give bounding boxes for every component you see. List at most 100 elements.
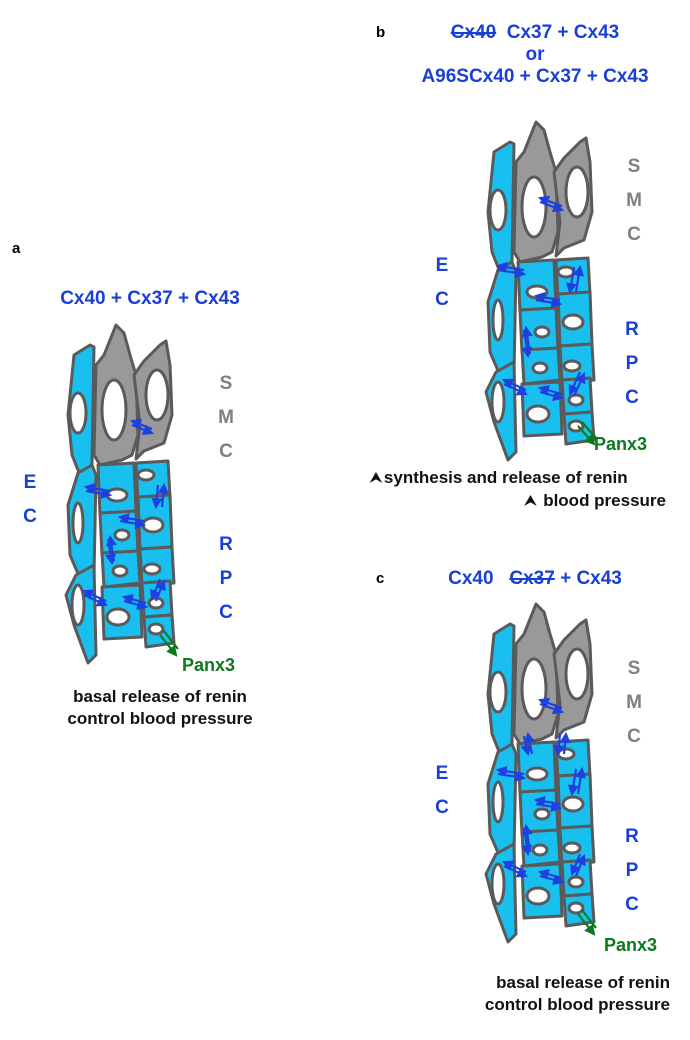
rpc-label-c: C	[625, 387, 639, 408]
caption-line-1: basal release of renin	[73, 687, 247, 706]
panx3-label: Panx3	[604, 935, 658, 955]
double-arrow-icon	[520, 735, 532, 757]
double-arrow-icon	[154, 578, 166, 602]
smc-label: S M C	[624, 652, 644, 754]
caption-line-2: control blood pressure	[484, 995, 670, 1014]
double-arrow-icon	[151, 484, 163, 510]
double-arrow-icon	[121, 594, 147, 605]
rpc-label-r: R	[625, 826, 639, 847]
caption-text-1: synthesis and release of renin	[383, 468, 628, 487]
ec-label-c: C	[23, 506, 37, 527]
rpc-label-c: C	[625, 894, 639, 915]
ec-label-c: C	[435, 797, 449, 818]
double-arrow-icon	[497, 267, 527, 279]
remaining-connexins: Cx37 + Cx43	[506, 22, 620, 43]
double-arrow-icon	[537, 195, 563, 208]
connexin-40: Cx40	[448, 568, 494, 589]
double-arrow-icon	[574, 853, 586, 877]
panx3-channel-icon	[159, 630, 179, 657]
double-arrow-icon	[537, 697, 563, 710]
rpc-label: R P C	[622, 820, 642, 922]
double-arrow-icon	[495, 261, 525, 273]
panel-b-title-line-2: or	[525, 44, 545, 65]
smc-label-s: S	[627, 156, 641, 177]
gap-junction-icons	[495, 697, 587, 885]
smc-label-s: S	[219, 373, 233, 394]
double-arrow-icon	[524, 731, 536, 755]
rpc-label-r: R	[219, 534, 233, 555]
ec-label-c: C	[435, 289, 449, 310]
smc-label: S M C	[624, 150, 644, 252]
ec-label-e: E	[23, 472, 37, 493]
smc-label-s: S	[627, 658, 641, 679]
double-arrow-icon	[117, 513, 145, 524]
panel-b-caption: ⮝synthesis and release of renin ⮝ blood …	[370, 466, 666, 512]
panel-c-caption: basal release of renin control blood pre…	[450, 972, 670, 1016]
double-arrow-icon	[119, 518, 147, 529]
double-arrow-icon	[568, 371, 582, 397]
ec-label-e: E	[435, 763, 449, 784]
caption-line-2: control blood pressure	[67, 709, 253, 728]
double-arrow-icon	[521, 325, 533, 355]
double-arrow-icon	[83, 483, 111, 494]
panel-b-title-line-3: A96SCx40 + Cx37 + Cx43	[421, 66, 649, 87]
panx3-label: Panx3	[182, 655, 236, 675]
panel-b-title: Cx40 Cx37 + Cx43 or A96SCx40 + Cx37 + Cx…	[400, 22, 670, 88]
double-arrow-icon	[521, 823, 533, 853]
rpc-label-p: P	[625, 353, 639, 374]
double-arrow-icon	[535, 801, 563, 812]
smc-label-m: M	[626, 190, 642, 211]
double-arrow-icon	[559, 731, 571, 755]
struck-connexin: Cx37	[509, 568, 555, 589]
smc-label-m: M	[626, 692, 642, 713]
smc-label-c: C	[627, 224, 641, 245]
smc-label: S M C	[216, 367, 236, 469]
double-arrow-icon	[501, 378, 527, 392]
panel-b-gap-junction-arrows	[495, 195, 597, 446]
double-arrow-icon	[565, 266, 577, 295]
double-arrow-icon	[85, 488, 113, 499]
ec-label-e: E	[435, 255, 449, 276]
panel-a-title: Cx40 + Cx37 + Cx43	[60, 288, 240, 309]
panel-a-gap-junction-arrows	[81, 419, 179, 657]
caption-line-2: ⮝ blood pressure	[370, 489, 666, 512]
double-arrow-icon	[572, 371, 586, 397]
double-arrow-icon	[537, 869, 563, 880]
panel-label-a: a	[12, 240, 21, 257]
rpc-label-r: R	[625, 319, 639, 340]
double-arrow-icon	[573, 264, 585, 293]
panel-label-b: b	[376, 24, 386, 41]
struck-connexin: Cx40	[450, 22, 497, 43]
panel-c-title: Cx40 Cx37 + Cx43	[420, 568, 650, 590]
double-arrow-icon	[131, 423, 155, 435]
rpc-label: R P C	[216, 528, 236, 630]
ec-label: E C	[432, 249, 452, 317]
panel-c-gap-junction-arrows	[495, 697, 597, 936]
smc-label-c: C	[219, 441, 233, 462]
remaining-connexins: + Cx43	[560, 568, 622, 589]
double-arrow-icon	[537, 385, 563, 396]
double-arrow-icon	[539, 702, 565, 715]
smc-label-m: M	[218, 407, 234, 428]
rpc-label: R P C	[622, 313, 642, 415]
gap-junction-icons	[81, 419, 169, 610]
double-arrow-icon	[81, 589, 107, 603]
double-arrow-icon	[495, 765, 525, 777]
double-arrow-icon	[501, 860, 527, 874]
panx3-channel-icon	[577, 909, 597, 936]
panx3-channel-icon	[577, 421, 597, 446]
panel-b-title-line-1: Cx40 Cx37 + Cx43	[400, 22, 670, 44]
panel-label-c: c	[376, 570, 385, 587]
double-arrow-icon	[533, 292, 561, 303]
double-arrow-icon	[553, 733, 565, 757]
up-arrow-icon: ⮝	[370, 469, 382, 485]
panel-a-caption: basal release of renin control blood pre…	[40, 686, 280, 730]
ec-label: E C	[432, 757, 452, 825]
up-arrow-icon: ⮝	[524, 492, 537, 508]
gap-junction-icons	[495, 195, 586, 401]
caption-text-2: blood pressure	[543, 491, 666, 510]
panx3-label: Panx3	[594, 434, 648, 454]
caption-line-1: basal release of renin	[496, 973, 670, 992]
rpc-label-p: P	[625, 860, 639, 881]
smc-label-c: C	[627, 726, 641, 747]
